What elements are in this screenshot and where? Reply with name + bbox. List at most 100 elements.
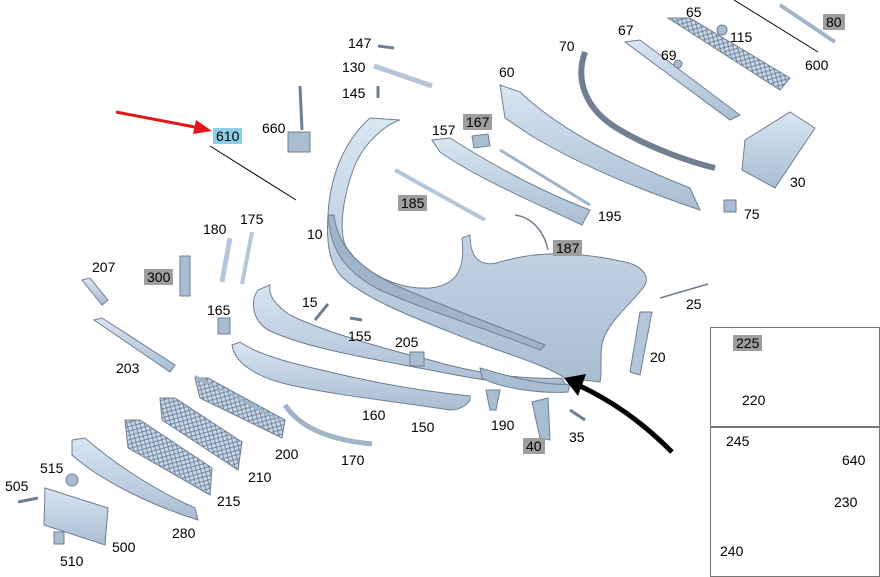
part-185-trim[interactable] <box>394 168 486 222</box>
part-label-20[interactable]: 20 <box>650 349 666 365</box>
part-65-grille[interactable] <box>666 17 791 91</box>
part-label-190[interactable]: 190 <box>491 417 515 433</box>
part-203-strip[interactable] <box>92 317 176 373</box>
part-75-clip[interactable] <box>723 199 737 213</box>
part-label-510[interactable]: 510 <box>60 553 84 569</box>
part-70-reinforcement[interactable] <box>578 50 716 171</box>
part-label-147[interactable]: 147 <box>348 35 372 51</box>
part-30-bracket[interactable] <box>741 111 816 189</box>
part-label-175[interactable]: 175 <box>240 211 264 227</box>
part-80-strip[interactable] <box>778 3 837 44</box>
part-20-trim[interactable] <box>629 311 653 376</box>
part-label-185[interactable]: 185 <box>398 195 428 211</box>
part-label-115[interactable]: 115 <box>730 29 753 45</box>
red-arrow-icon <box>115 110 201 130</box>
part-label-165[interactable]: 165 <box>207 302 231 318</box>
red-arrow-head-icon <box>193 120 212 134</box>
part-label-203[interactable]: 203 <box>116 360 140 376</box>
part-label-200[interactable]: 200 <box>275 446 299 462</box>
part-label-75[interactable]: 75 <box>744 206 760 222</box>
part-label-195[interactable]: 195 <box>598 208 622 224</box>
part-label-25[interactable]: 25 <box>686 296 702 312</box>
part-label-145[interactable]: 145 <box>342 85 366 101</box>
part-label-170[interactable]: 170 <box>341 452 365 468</box>
part-660-plate[interactable] <box>287 131 311 153</box>
part-label-80[interactable]: 80 <box>823 14 845 30</box>
part-207-bracket[interactable] <box>81 277 109 306</box>
part-167-clip[interactable] <box>471 133 491 149</box>
part-label-130[interactable]: 130 <box>342 59 366 75</box>
part-660-bracket[interactable] <box>298 85 304 131</box>
part-label-215[interactable]: 215 <box>217 493 241 509</box>
part-15-bracket[interactable] <box>313 303 330 321</box>
part-label-500[interactable]: 500 <box>112 539 136 555</box>
part-label-240[interactable]: 240 <box>720 543 744 559</box>
part-label-60[interactable]: 60 <box>499 64 515 80</box>
part-label-65[interactable]: 65 <box>686 4 702 20</box>
part-280-grille[interactable] <box>124 419 213 496</box>
part-label-205[interactable]: 205 <box>395 334 419 350</box>
bumper-cover-part[interactable] <box>327 117 647 383</box>
part-170-trim[interactable] <box>282 403 373 447</box>
part-147-clip[interactable] <box>377 44 395 50</box>
part-115-clip[interactable] <box>716 24 728 36</box>
part-label-69[interactable]: 69 <box>661 47 677 63</box>
part-label-280[interactable]: 280 <box>172 525 196 541</box>
part-300-bracket[interactable] <box>179 255 191 297</box>
part-157-trim[interactable] <box>431 137 591 226</box>
part-label-300[interactable]: 300 <box>144 269 174 285</box>
part-label-245[interactable]: 245 <box>726 433 750 449</box>
part-label-67[interactable]: 67 <box>618 22 634 38</box>
part-label-40[interactable]: 40 <box>523 438 545 454</box>
part-label-225[interactable]: 225 <box>733 335 763 351</box>
part-175-strip[interactable] <box>240 231 254 285</box>
part-25-trim[interactable] <box>659 283 709 299</box>
part-label-640[interactable]: 640 <box>842 452 866 468</box>
part-510-clip[interactable] <box>53 531 65 545</box>
part-label-10[interactable]: 10 <box>307 226 323 242</box>
license-plate-part[interactable] <box>43 487 109 546</box>
part-160-insert[interactable] <box>231 341 471 411</box>
part-165-clip[interactable] <box>217 317 231 335</box>
part-69-clip[interactable] <box>673 59 683 69</box>
part-label-15[interactable]: 15 <box>302 294 318 310</box>
part-505-screw[interactable] <box>17 496 39 504</box>
part-label-220[interactable]: 220 <box>742 392 766 408</box>
part-60-carrier[interactable] <box>499 84 701 211</box>
part-205-clip[interactable] <box>409 351 425 367</box>
part-40-bracket[interactable] <box>531 397 551 441</box>
part-label-610[interactable]: 610 <box>213 128 243 144</box>
part-label-157[interactable]: 157 <box>432 122 456 138</box>
part-label-187[interactable]: 187 <box>553 240 583 256</box>
part-210-grille[interactable] <box>194 377 286 439</box>
part-label-207[interactable]: 207 <box>92 259 116 275</box>
part-35-screw[interactable] <box>569 408 586 422</box>
part-label-180[interactable]: 180 <box>203 221 227 237</box>
part-label-505[interactable]: 505 <box>5 478 29 494</box>
part-label-30[interactable]: 30 <box>790 174 806 190</box>
part-label-230[interactable]: 230 <box>834 494 858 510</box>
part-155-screw[interactable] <box>349 316 363 322</box>
part-215-grille[interactable] <box>159 397 243 471</box>
part-label-600[interactable]: 600 <box>805 57 829 73</box>
part-label-160[interactable]: 160 <box>362 407 386 423</box>
part-67-bracket[interactable] <box>623 39 741 121</box>
part-label-515[interactable]: 515 <box>40 460 64 476</box>
part-200-trim[interactable] <box>194 375 281 421</box>
part-label-210[interactable]: 210 <box>248 469 272 485</box>
part-label-150[interactable]: 150 <box>411 419 435 435</box>
leader-line-600 <box>733 0 819 53</box>
part-label-35[interactable]: 35 <box>569 429 585 445</box>
part-187-trim[interactable] <box>514 214 549 251</box>
part-130-strip[interactable] <box>373 63 433 89</box>
part-label-660[interactable]: 660 <box>262 120 286 136</box>
part-label-167[interactable]: 167 <box>463 114 493 130</box>
part-label-155[interactable]: 155 <box>348 328 372 344</box>
part-195-trim[interactable] <box>499 148 591 207</box>
part-190-bracket[interactable] <box>485 389 501 411</box>
part-180-strip[interactable] <box>219 237 233 283</box>
leader-line-610 <box>209 145 297 201</box>
part-515-clip[interactable] <box>65 473 79 487</box>
part-280-frame[interactable] <box>71 437 199 521</box>
part-label-70[interactable]: 70 <box>559 38 575 54</box>
